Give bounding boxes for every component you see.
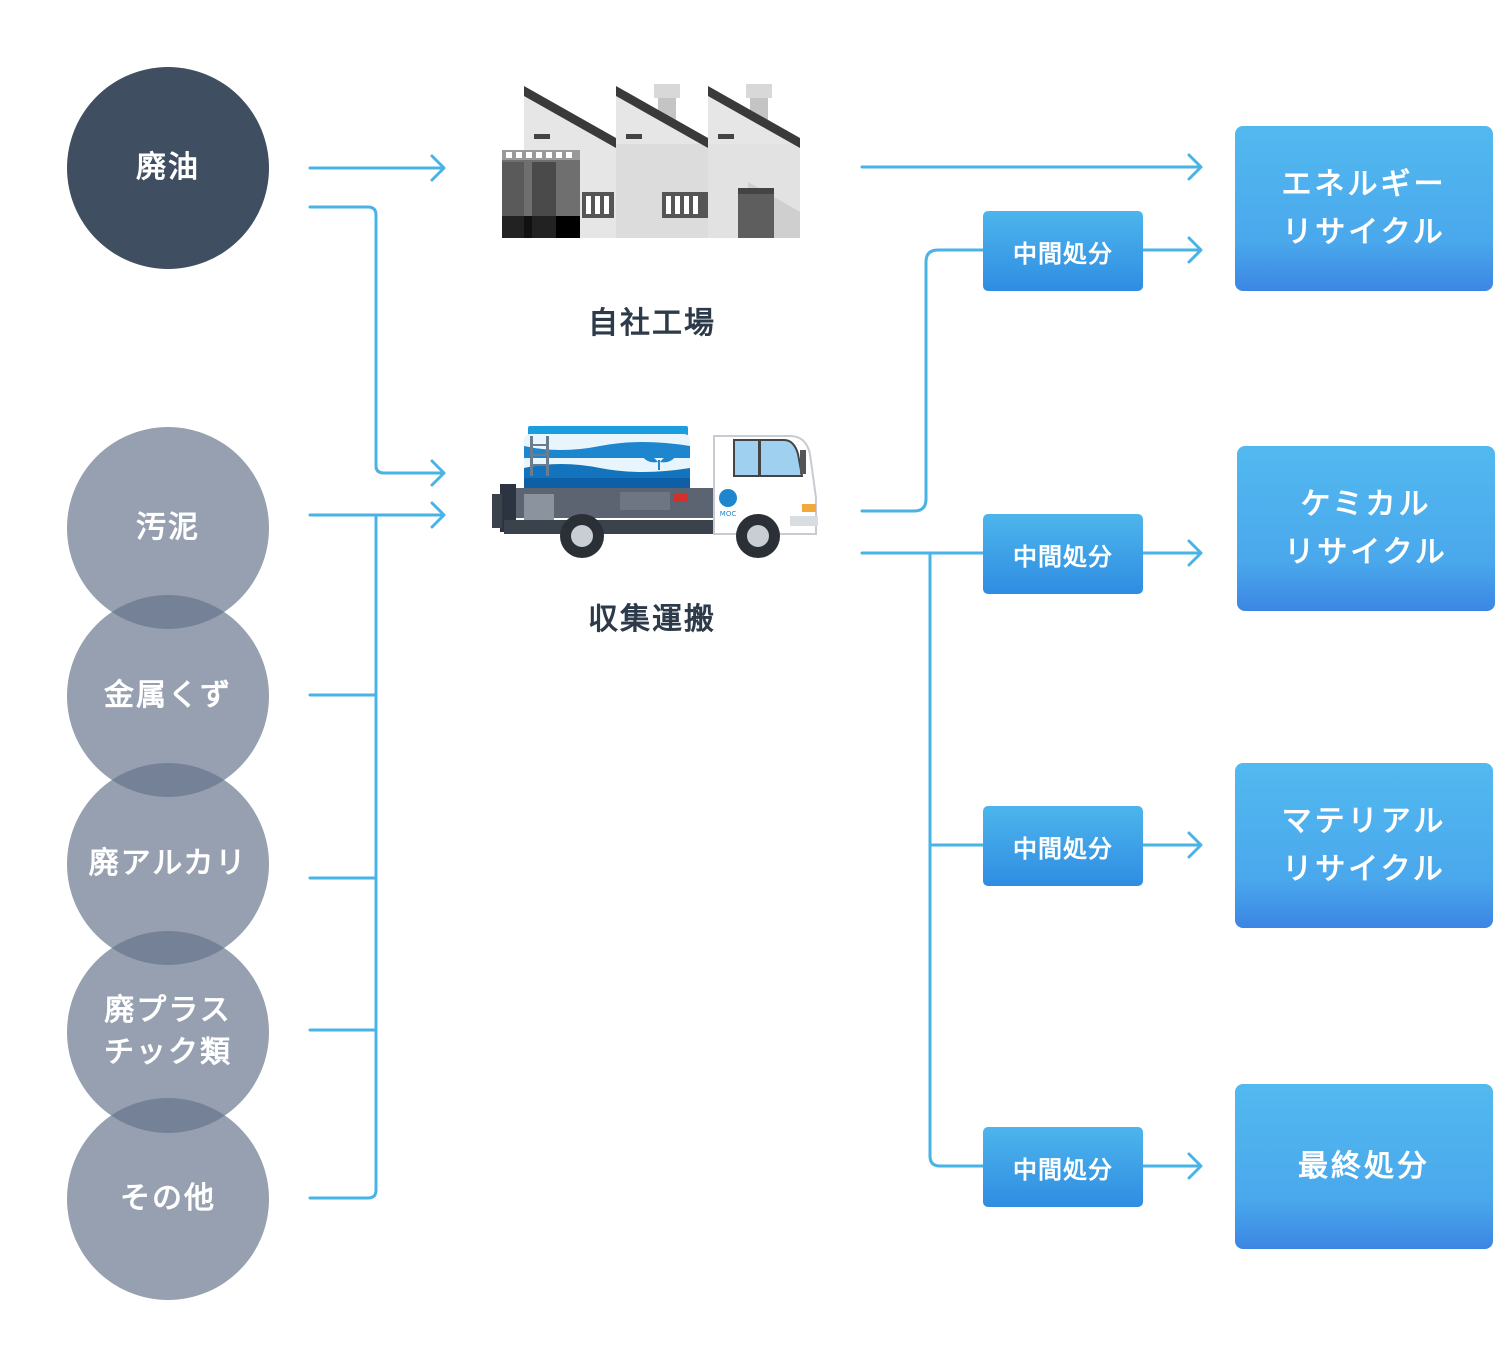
arrowhead xyxy=(430,459,446,487)
truck-logo-text: MOC xyxy=(720,510,737,518)
intermediate-box-4: 中間処分 xyxy=(983,1127,1143,1207)
source-oil: 廃油 xyxy=(67,67,269,269)
result-energy-recycle: エネルギー リサイクル xyxy=(1235,126,1493,291)
source-other: その他 xyxy=(67,1098,269,1300)
result-final-label: 最終処分 xyxy=(1298,1148,1430,1184)
arrowhead xyxy=(1187,236,1203,264)
tanker-truck-icon: MOC xyxy=(492,426,818,558)
result-material-label: マテリアル リサイクル xyxy=(1281,803,1447,887)
source-plastic-label: 廃プラス チック類 xyxy=(104,993,232,1070)
source-alkali-label: 廃アルカリ xyxy=(88,846,248,881)
source-metal: 金属くず xyxy=(67,595,269,797)
intermediate-box-1: 中間処分 xyxy=(983,211,1143,291)
source-oil-label: 廃油 xyxy=(136,150,200,185)
line-bus xyxy=(928,551,986,1168)
factory-caption: 自社工場 xyxy=(588,306,716,341)
arrowhead xyxy=(1187,539,1203,567)
result-energy-label: エネルギー リサイクル xyxy=(1281,166,1447,250)
source-sludge: 汚泥 xyxy=(67,427,269,629)
source-metal-label: 金属くず xyxy=(104,678,232,713)
line-oil-truck xyxy=(308,205,445,475)
source-other-label: その他 xyxy=(120,1181,216,1216)
line-truck-mid1 xyxy=(860,248,986,513)
arrowhead xyxy=(1187,153,1203,181)
source-sludge-label: 汚泥 xyxy=(136,510,200,545)
result-chemical-label: ケミカル リサイクル xyxy=(1284,486,1448,570)
factory-icon xyxy=(502,84,800,238)
result-material-recycle: マテリアル リサイクル xyxy=(1235,763,1493,928)
arrowhead xyxy=(430,501,446,529)
arrowhead xyxy=(1187,1152,1203,1180)
line-sources-bus xyxy=(308,513,378,1200)
arrowhead xyxy=(430,154,446,182)
intermediate-box-2: 中間処分 xyxy=(983,514,1143,594)
intermediate-box-3: 中間処分 xyxy=(983,806,1143,886)
transport-caption: 収集運搬 xyxy=(588,602,716,637)
result-final-disposal: 最終処分 xyxy=(1235,1084,1493,1249)
result-chemical-recycle: ケミカル リサイクル xyxy=(1237,446,1495,611)
arrowhead xyxy=(1187,831,1203,859)
